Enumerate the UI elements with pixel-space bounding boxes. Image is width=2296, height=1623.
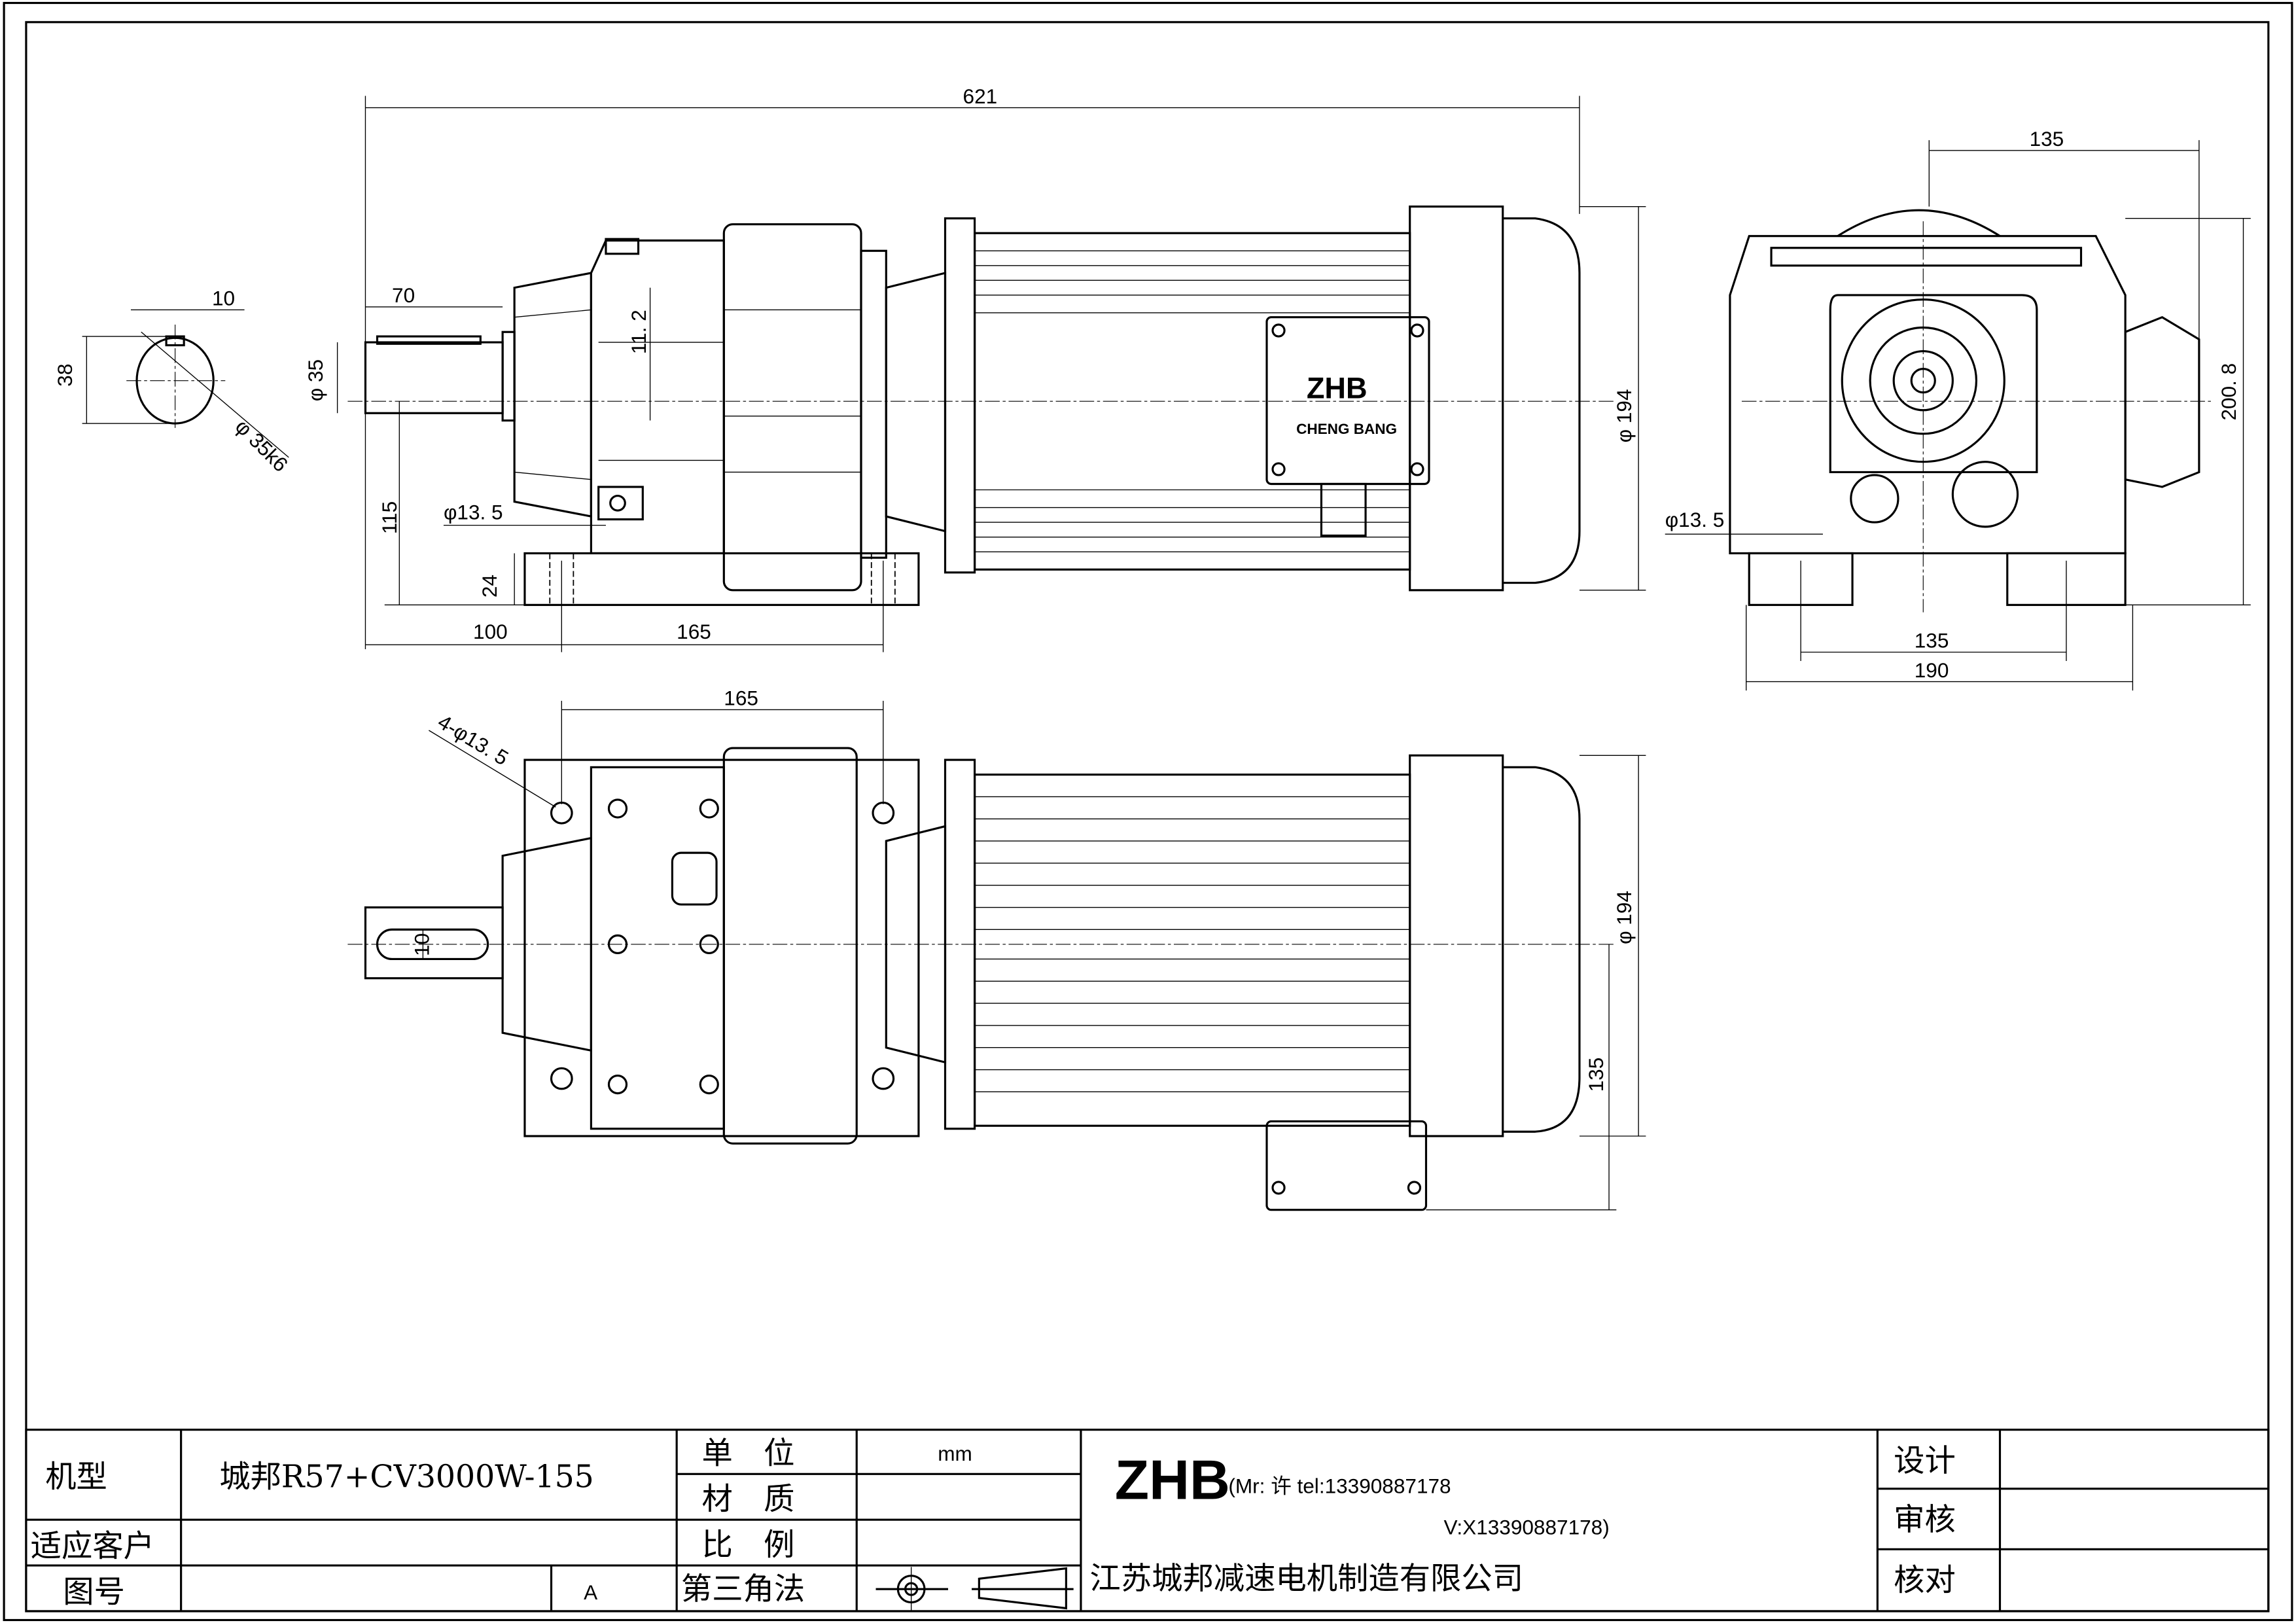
- dim-top-135: 135: [1584, 1058, 1608, 1092]
- dim-phi35: φ 35: [304, 359, 327, 401]
- projection-label: 第三角法: [681, 1571, 805, 1607]
- dim-4-phi13-5: 4-φ13. 5: [434, 709, 512, 770]
- dim-100: 100: [473, 620, 508, 643]
- contact-line-2: V:X13390887178): [1444, 1516, 1610, 1539]
- dim-200-8: 200. 8: [2217, 363, 2240, 421]
- review-label: 审核: [1894, 1502, 1956, 1538]
- dim-11-2: 11. 2: [627, 310, 650, 354]
- dim-190: 190: [1915, 658, 1949, 682]
- dim-70: 70: [392, 283, 415, 307]
- side-view: ZHB CHENG BANG: [347, 205, 1617, 606]
- motor-brand: ZHB: [1307, 372, 1368, 405]
- company-logo: ZHB: [1115, 1449, 1230, 1512]
- scale-label: 比 例: [701, 1527, 794, 1563]
- drawing-no-label: 图号: [63, 1574, 125, 1610]
- dim-phi35k6: φ 35k6: [231, 414, 292, 476]
- top-view-dimensions: 165 4-φ13. 5 10 φ 194 135: [410, 687, 1646, 1211]
- design-label: 设计: [1894, 1443, 1956, 1479]
- dim-end-135-top: 135: [2030, 127, 2064, 151]
- dim-phi13-5-left: φ13. 5: [444, 501, 503, 524]
- dim-38: 38: [53, 364, 77, 387]
- inner-frame: [25, 21, 2270, 1613]
- outer-frame: [3, 1, 2293, 1622]
- dim-621: 621: [963, 84, 998, 108]
- end-view: [1729, 209, 2214, 613]
- revision: A: [584, 1580, 597, 1604]
- dim-24: 24: [478, 575, 501, 597]
- title-block: 机型 城邦R57+CV3000W-155 适应客户 图号 A 单 位 mm 材 …: [25, 1429, 2270, 1613]
- model-value: 城邦R57+CV3000W-155: [219, 1459, 594, 1495]
- dim-top-165: 165: [724, 687, 758, 710]
- third-angle-projection-icon: [875, 1567, 1074, 1611]
- end-view-dimensions: 135 200. 8 φ13. 5 135 190: [1665, 127, 2251, 691]
- motor-maker: CHENG BANG: [1296, 421, 1397, 437]
- material-label: 材 质: [701, 1481, 794, 1517]
- dim-top-phi194: φ 194: [1612, 891, 1636, 944]
- shaft-section: 38 10 φ 35k6: [53, 287, 293, 476]
- customer-label: 适应客户: [31, 1529, 154, 1565]
- unit-value: mm: [938, 1442, 972, 1465]
- top-view: [347, 747, 1617, 1211]
- unit-label: 单 位: [701, 1436, 794, 1472]
- contact-line-1: (Mr: 许 tel:13390887178: [1228, 1474, 1451, 1498]
- dim-10: 10: [212, 287, 235, 310]
- company-name: 江苏城邦减速电机制造有限公司: [1089, 1561, 1523, 1597]
- model-label: 机型: [45, 1459, 107, 1495]
- dim-end-135: 135: [1915, 629, 1949, 652]
- dim-top-10: 10: [410, 933, 433, 956]
- dim-165: 165: [677, 620, 711, 643]
- dim-end-phi13-5: φ13. 5: [1665, 508, 1725, 531]
- side-view-dimensions: 621 70 φ 35 11. 2 115 24 φ13. 5 100 165 …: [304, 84, 1646, 652]
- dim-115: 115: [378, 501, 401, 534]
- dim-phi194: φ 194: [1612, 389, 1636, 443]
- check-label: 核对: [1894, 1562, 1956, 1598]
